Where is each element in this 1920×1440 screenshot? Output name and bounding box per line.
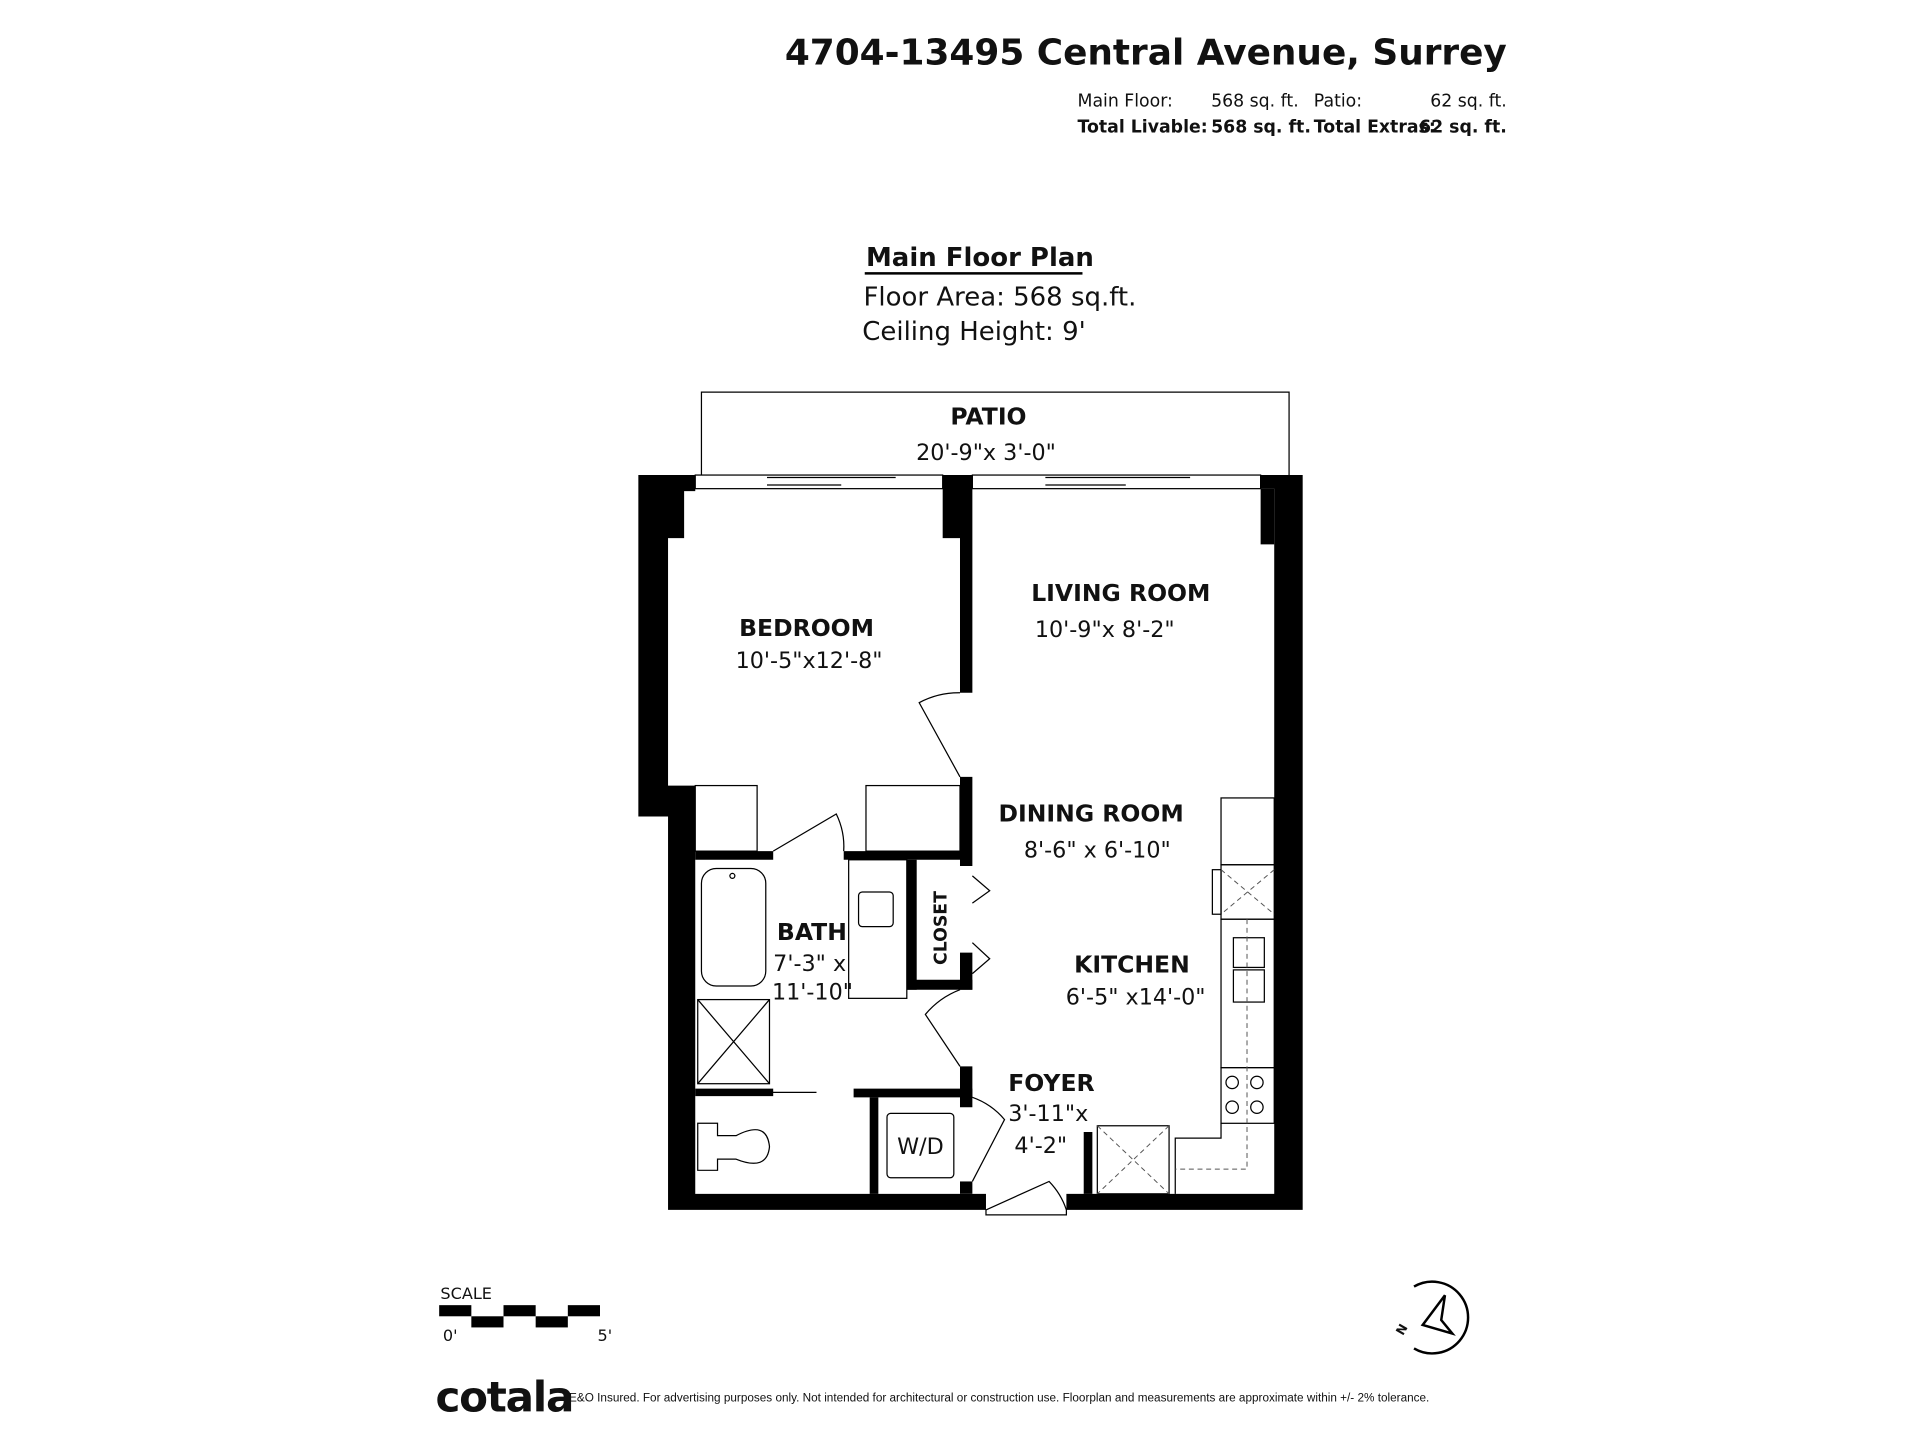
scale-end: 5' bbox=[598, 1326, 613, 1345]
dining-room-dims: 8'-6" x 6'-10" bbox=[1024, 837, 1171, 863]
address-title: 4704-13495 Central Avenue, Surrey bbox=[785, 32, 1507, 73]
total-extras-label: Total Extras: bbox=[1314, 117, 1436, 137]
bathtub bbox=[700, 867, 767, 987]
foyer-dims-2: 4'-2" bbox=[1014, 1133, 1067, 1159]
kitchen-label: KITCHEN bbox=[1074, 950, 1190, 978]
bath-dims-1: 7'-3" x bbox=[773, 951, 846, 977]
brand-logo: cotala bbox=[435, 1373, 573, 1422]
total-livable-value: 568 sq. ft. bbox=[1211, 117, 1311, 137]
patio-label: Patio: bbox=[1314, 91, 1362, 111]
patio: PATIO 20'-9"x 3'-0" bbox=[700, 391, 1290, 476]
compass-n: N bbox=[1393, 1322, 1410, 1338]
walls bbox=[638, 475, 1303, 1210]
living-room-label: LIVING ROOM bbox=[1031, 579, 1210, 607]
windows bbox=[694, 474, 1262, 490]
kitchen-sink bbox=[1232, 937, 1265, 969]
disclaimer: E&O Insured. For advertising purposes on… bbox=[569, 1392, 1429, 1405]
patio-label: PATIO bbox=[950, 402, 1026, 430]
kitchen-dims: 6'-5" x14'-0" bbox=[1066, 985, 1206, 1011]
toilet bbox=[697, 1122, 771, 1171]
sink bbox=[857, 891, 894, 928]
shower bbox=[697, 998, 771, 1085]
bedroom-label: BEDROOM bbox=[739, 614, 874, 642]
main-floor-value: 568 sq. ft. bbox=[1211, 91, 1299, 111]
fridge bbox=[1096, 1125, 1170, 1195]
washer-dryer bbox=[886, 1112, 955, 1179]
bath-dims-2: 11'-10" bbox=[772, 980, 853, 1006]
patio-value: 62 sq. ft. bbox=[1430, 91, 1507, 111]
patio-dims: 20'-9"x 3'-0" bbox=[916, 440, 1056, 466]
fixtures bbox=[694, 784, 1275, 1195]
vanity bbox=[848, 859, 908, 999]
doors bbox=[736, 692, 1068, 1216]
bedroom-dims: 10'-5"x12'-8" bbox=[736, 648, 883, 674]
scale-start: 0' bbox=[443, 1326, 458, 1345]
ceiling-height: Ceiling Height: 9' bbox=[862, 317, 1085, 347]
dining-room-label: DINING ROOM bbox=[999, 799, 1184, 827]
total-extras-value: 62 sq. ft. bbox=[1419, 117, 1507, 137]
foyer-label: FOYER bbox=[1008, 1069, 1094, 1097]
scale-bar: SCALE 0' 5' bbox=[439, 1284, 612, 1345]
plan-heading: Main Floor Plan bbox=[866, 243, 1094, 273]
total-livable-label: Total Livable: bbox=[1078, 117, 1208, 137]
floor-area: Floor Area: 568 sq.ft. bbox=[864, 283, 1137, 313]
main-floor-label: Main Floor: bbox=[1078, 91, 1173, 111]
living-room-dims: 10'-9"x 8'-2" bbox=[1035, 617, 1175, 643]
scale-label: SCALE bbox=[440, 1284, 492, 1303]
closet-label: CLOSET bbox=[931, 891, 951, 965]
wd-label: W/D bbox=[897, 1134, 944, 1160]
north-arrow-icon: N bbox=[1393, 1280, 1470, 1355]
foyer-dims-1: 3'-11"x bbox=[1008, 1101, 1088, 1127]
cooktop bbox=[1220, 1067, 1275, 1124]
bath-label: BATH bbox=[777, 918, 847, 946]
